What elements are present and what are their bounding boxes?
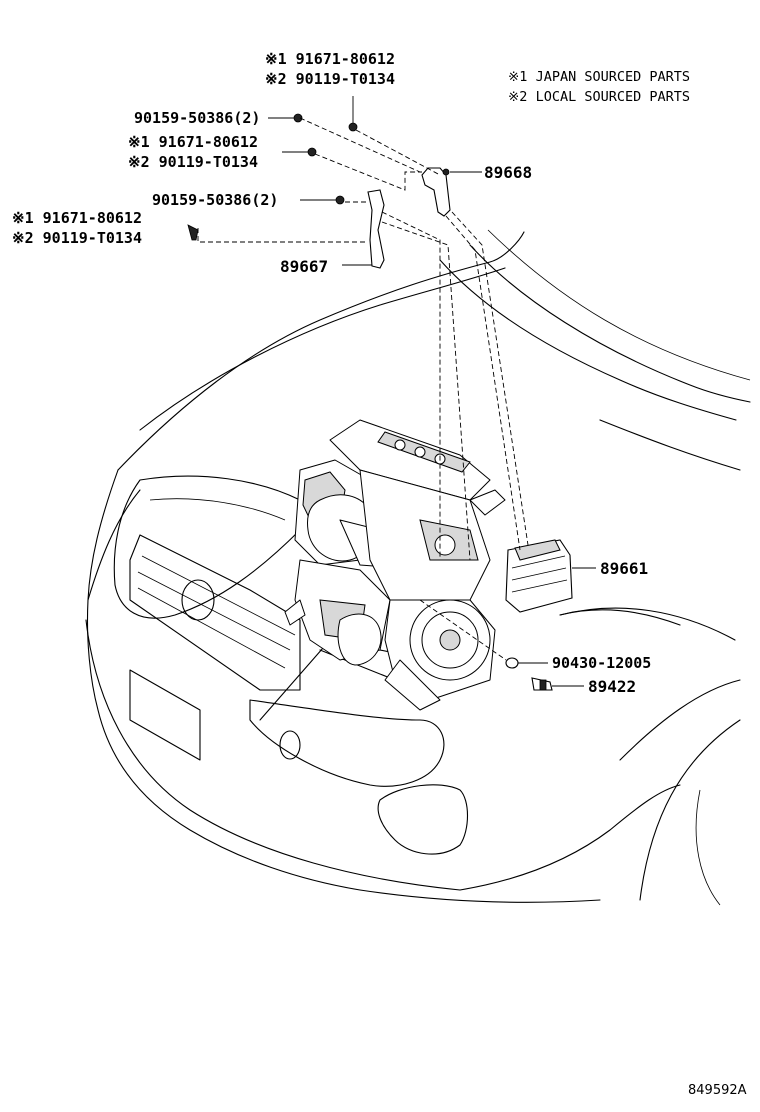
legend-local-sourced: ※2 LOCAL SOURCED PARTS — [508, 89, 690, 105]
car-body-outline — [85, 229, 751, 906]
label-mid-japan: ※1 91671-80612 — [128, 133, 258, 151]
label-89668: 89668 — [484, 163, 532, 182]
label-top-local: ※2 90119-T0134 — [265, 70, 395, 88]
label-bolt-90159-lower: 90159-50386(2) — [152, 191, 278, 209]
bolt-icon — [442, 168, 450, 176]
label-mid-local: ※2 90119-T0134 — [128, 153, 258, 171]
nut-icon-3 — [307, 147, 317, 157]
label-low-local: ※2 90119-T0134 — [12, 229, 142, 247]
part-labels: ※1 91671-80612 ※2 90119-T0134 90159-5038… — [12, 50, 651, 696]
legend: ※1 JAPAN SOURCED PARTS ※2 LOCAL SOURCED … — [508, 69, 690, 105]
parts — [187, 113, 573, 691]
label-89661: 89661 — [600, 559, 648, 578]
label-top-japan: ※1 91671-80612 — [265, 50, 395, 68]
leader-lines — [197, 96, 596, 687]
label-90430-12005: 90430-12005 — [552, 654, 651, 672]
label-bolt-90159-upper: 90159-50386(2) — [134, 109, 260, 127]
label-89422: 89422 — [588, 677, 636, 696]
bracket-89667 — [367, 189, 385, 269]
figure-reference-number: 849592A — [688, 1083, 747, 1098]
engine-assembly — [284, 419, 506, 711]
nut-icon-2 — [348, 122, 358, 132]
sensor-body-icon — [539, 679, 547, 691]
legend-japan-sourced: ※1 JAPAN SOURCED PARTS — [508, 69, 690, 85]
nut-icon-4 — [335, 195, 345, 205]
label-low-japan: ※1 91671-80612 — [12, 209, 142, 227]
label-89667: 89667 — [280, 257, 328, 276]
gasket-90430-12005 — [505, 657, 519, 669]
bolt-icon-low — [187, 224, 199, 241]
